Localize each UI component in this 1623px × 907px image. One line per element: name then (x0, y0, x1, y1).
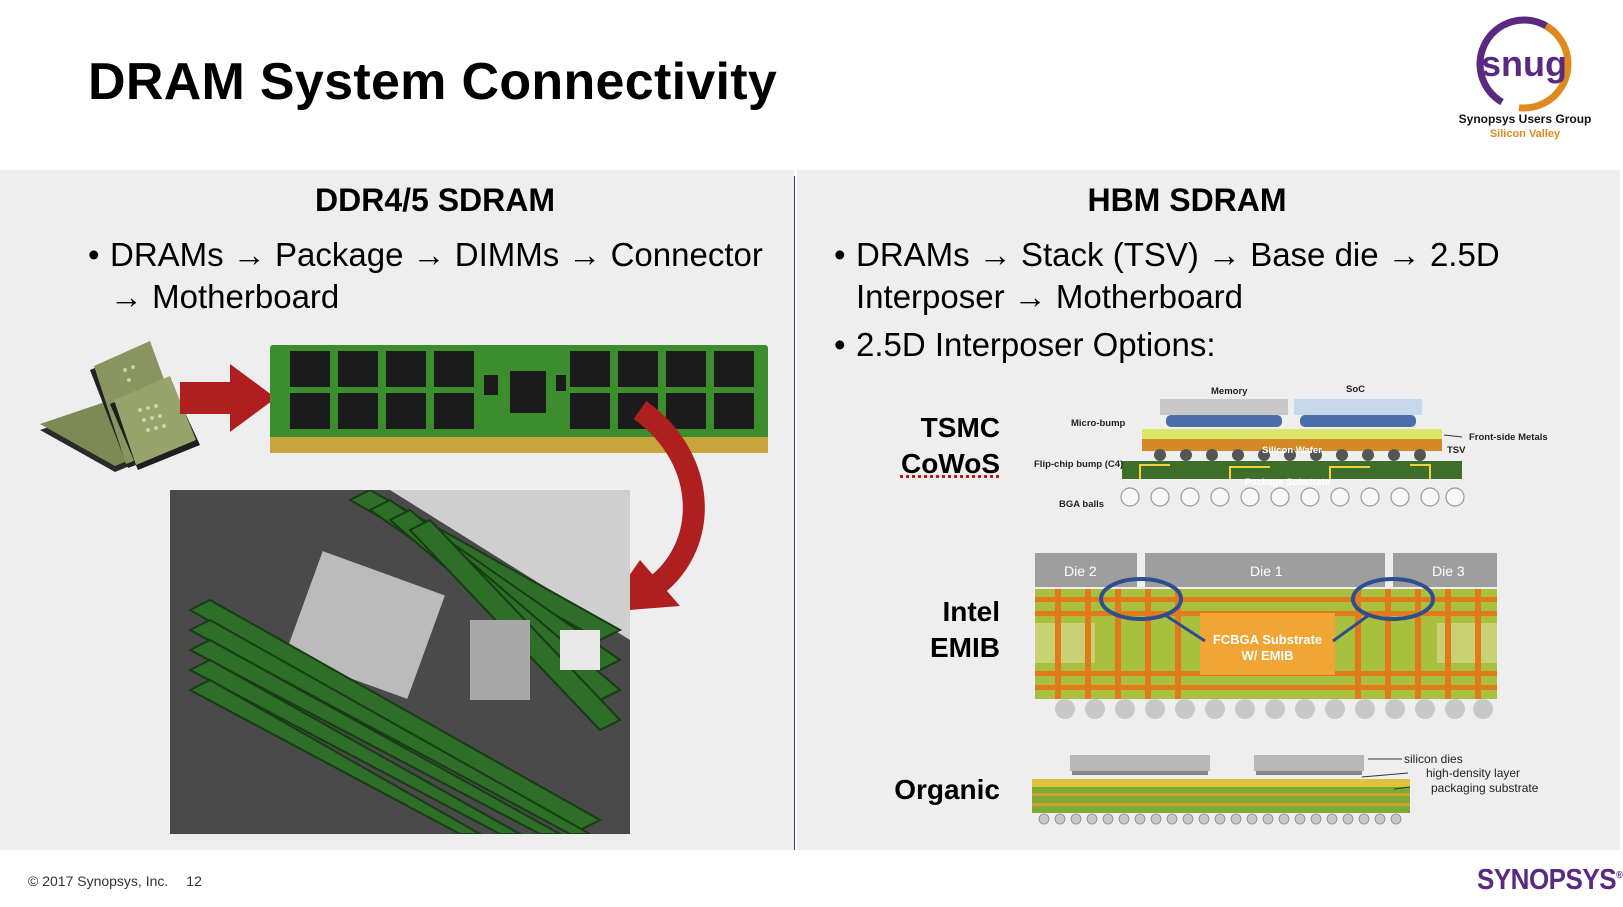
cowos-diagram (1120, 399, 1465, 507)
column-divider (794, 176, 795, 850)
emib-label: Intel EMIB (840, 594, 1000, 666)
synopsys-wordmark: SYNOPSYS (1477, 862, 1617, 896)
emib-label-line2: EMIB (930, 632, 1000, 663)
registered-mark: ® (1616, 869, 1623, 881)
organic-dies-label: silicon dies (1404, 752, 1463, 766)
ddr-bullet: • DRAMs → Package → DIMMs → Connector → … (88, 234, 763, 318)
cowos-label: TSMC CoWoS (840, 410, 1000, 482)
emib-die1-label: Die 1 (1250, 563, 1283, 579)
red-arrow-right (180, 364, 276, 432)
right-panel (797, 170, 1620, 850)
hbm-bullet-1-line1: DRAMs → Stack (TSV) → Base die → 2.5D (856, 236, 1500, 273)
organic-diagram (1032, 755, 1411, 825)
hbm-bullet-1-line2: Interposer → Motherboard (856, 278, 1244, 315)
slide-title: DRAM System Connectivity (88, 53, 778, 111)
cowos-label-line1: TSMC (920, 412, 1000, 443)
emib-substrate-line2: W/ EMIB (1241, 648, 1294, 663)
cowos-microbump-label: Micro-bump (1071, 418, 1126, 429)
hbm-bullet-1: • DRAMs → Stack (TSV) → Base die → 2.5D … (834, 234, 1500, 318)
copyright: © 2017 Synopsys, Inc. (28, 873, 169, 889)
motherboard-image (170, 490, 630, 834)
ddr-heading: DDR4/5 SDRAM (314, 182, 556, 218)
cowos-front-metals-label: Front-side Metals (1469, 432, 1548, 443)
synopsys-logo: SYNOPSYS® (1477, 862, 1623, 896)
emib-die3-label: Die 3 (1432, 563, 1465, 579)
ddr-bullet-line1: DRAMs → Package → DIMMs → Connector (110, 236, 763, 273)
cowos-memory-label: Memory (1211, 386, 1248, 397)
logo-line1: Synopsys Users Group (1458, 112, 1592, 126)
emib-diagram (1035, 553, 1497, 719)
footer: © 2017 Synopsys, Inc. 12 (28, 873, 202, 889)
page-number: 12 (186, 873, 202, 889)
cowos-bga-label: BGA balls (1059, 499, 1105, 510)
emib-die2-label: Die 2 (1064, 563, 1097, 579)
cowos-label-line2: CoWoS (900, 448, 1000, 479)
organic-hd-label: high-density layer (1426, 766, 1521, 780)
hbm-heading: HBM SDRAM (1087, 182, 1287, 218)
cowos-tsv-label: TSV (1447, 445, 1466, 456)
snug-logo-mark: snug (1481, 43, 1567, 84)
emib-substrate-line1: FCBGA Substrate (1212, 632, 1323, 647)
logo-line2: Silicon Valley (1489, 128, 1561, 140)
cowos-package-substrate-label: Package Substrate (1245, 477, 1331, 488)
hbm-bullet-2-text: 2.5D Interposer Options: (856, 326, 1216, 363)
ddr-bullet-line2: → Motherboard (110, 278, 340, 315)
emib-label-line1: Intel (942, 596, 1000, 627)
snug-logo: snug Synopsys Users Group Silicon Valley (1450, 16, 1600, 146)
organic-pkg-label: packaging substrate (1431, 781, 1539, 795)
cowos-silicon-wafer-label: Silicon Wafer (1262, 445, 1322, 456)
cowos-soc-label: SoC (1346, 384, 1365, 395)
hbm-bullet-2: • 2.5D Interposer Options: (834, 324, 1216, 366)
cowos-flipchip-label: Flip-chip bump (C4) (1034, 459, 1124, 470)
organic-label: Organic (894, 774, 1000, 805)
dram-chips-image (40, 341, 200, 472)
